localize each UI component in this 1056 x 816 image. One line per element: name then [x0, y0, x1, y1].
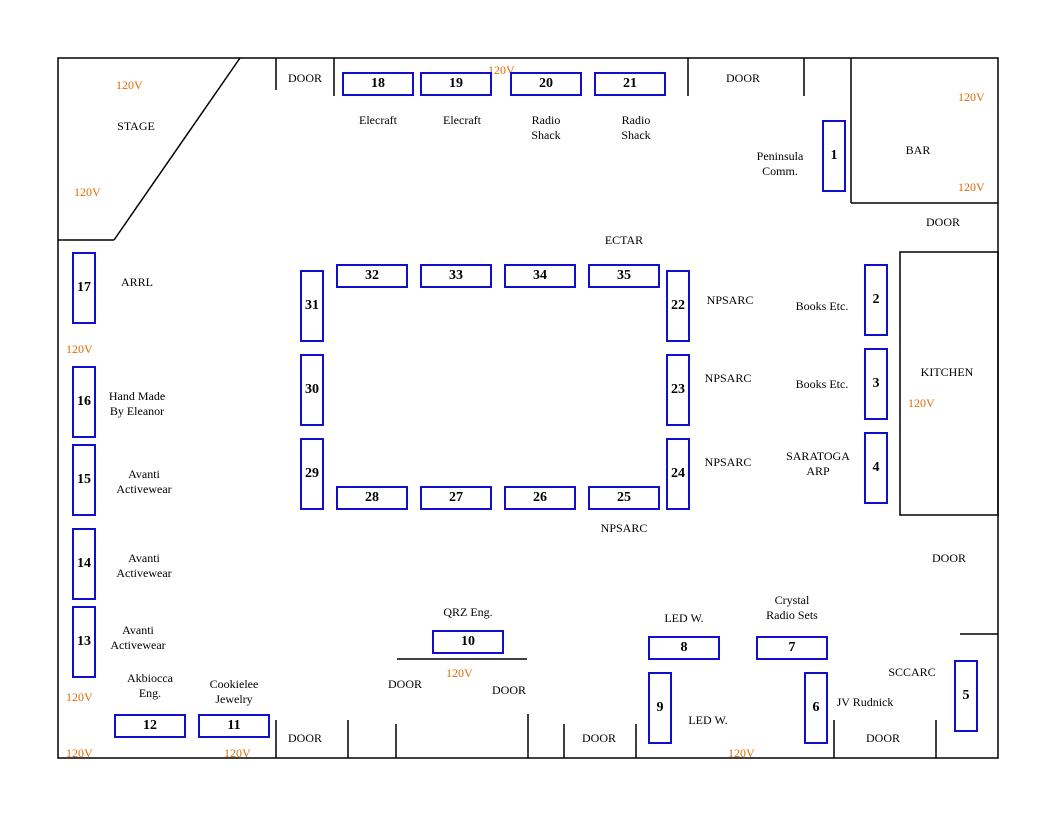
door-label: DOOR [931, 551, 966, 565]
booth-11[interactable]: 11 [198, 714, 270, 738]
outlet-label: 120V [66, 342, 93, 356]
vendor-label: SCCARC [888, 665, 936, 679]
npsarc-bottom-label: NPSARC [600, 521, 648, 535]
outlet-label: 120V [958, 90, 985, 104]
door-label: DOOR [581, 731, 616, 745]
booth-6[interactable]: 6 [804, 672, 828, 744]
vendor-label: Crystal Radio Sets [766, 593, 818, 622]
vendor-label: LED W. [664, 611, 704, 625]
outlet-label: 120V [958, 180, 985, 194]
booth-25[interactable]: 25 [588, 486, 660, 510]
vendor-label: Elecraft [443, 113, 481, 127]
booth-31[interactable]: 31 [300, 270, 324, 342]
outlet-label: 120V [74, 185, 101, 199]
vendor-label: NPSARC [704, 371, 752, 385]
outlet-label: 120V [908, 396, 935, 410]
booth-14[interactable]: 14 [72, 528, 96, 600]
booth-35[interactable]: 35 [588, 264, 660, 288]
booth-3[interactable]: 3 [864, 348, 888, 420]
booth-32[interactable]: 32 [336, 264, 408, 288]
booth-17[interactable]: 17 [72, 252, 96, 324]
kitchen-label: KITCHEN [920, 365, 974, 379]
booth-33[interactable]: 33 [420, 264, 492, 288]
kitchen-wall [899, 251, 999, 516]
booth-13[interactable]: 13 [72, 606, 96, 678]
booth-1[interactable]: 1 [822, 120, 846, 192]
stage-label: STAGE [117, 119, 155, 133]
vendor-label: JV Rudnick [836, 695, 894, 709]
bar-label: BAR [905, 143, 931, 157]
outlet-label: 120V [224, 746, 251, 760]
vendor-label: NPSARC [704, 455, 752, 469]
vendor-label: Radio Shack [621, 113, 651, 142]
booth-29[interactable]: 29 [300, 438, 324, 510]
outlet-label: 120V [488, 63, 515, 77]
booth-9[interactable]: 9 [648, 672, 672, 744]
booth-30[interactable]: 30 [300, 354, 324, 426]
booth-2[interactable]: 2 [864, 264, 888, 336]
outlet-label: 120V [66, 746, 93, 760]
door-label: DOOR [925, 215, 960, 229]
vendor-label: Avanti Activewear [110, 623, 166, 652]
outlet-label: 120V [446, 666, 473, 680]
booth-15[interactable]: 15 [72, 444, 96, 516]
door-label: DOOR [287, 731, 322, 745]
booth-7[interactable]: 7 [756, 636, 828, 660]
booth-28[interactable]: 28 [336, 486, 408, 510]
vendor-label: Radio Shack [531, 113, 561, 142]
vendor-label: Peninsula Comm. [756, 149, 804, 178]
vendor-label: QRZ Eng. [443, 605, 493, 619]
stage-wall [113, 57, 241, 241]
vendor-label: LED W. [688, 713, 728, 727]
booth-18[interactable]: 18 [342, 72, 414, 96]
vendor-label: Books Etc. [795, 299, 849, 313]
booth-20[interactable]: 20 [510, 72, 582, 96]
door-label: DOOR [865, 731, 900, 745]
vendor-label: Avanti Activewear [116, 467, 172, 496]
booth-22[interactable]: 22 [666, 270, 690, 342]
outlet-label: 120V [66, 690, 93, 704]
vendor-label: Cookielee Jewelry [209, 677, 259, 706]
vendor-label: Elecraft [359, 113, 397, 127]
booth-4[interactable]: 4 [864, 432, 888, 504]
vendor-label: Akbiocca Eng. [127, 671, 173, 700]
booth-10[interactable]: 10 [432, 630, 504, 654]
booth-23[interactable]: 23 [666, 354, 690, 426]
booth-27[interactable]: 27 [420, 486, 492, 510]
booth-21[interactable]: 21 [594, 72, 666, 96]
door-label: DOOR [387, 677, 422, 691]
vendor-label: SARATOGA ARP [786, 449, 850, 478]
outer-wall [57, 57, 999, 759]
vendor-label: Avanti Activewear [116, 551, 172, 580]
vendor-label: Hand Made By Eleanor [108, 389, 166, 418]
ectar-label: ECTAR [604, 233, 644, 247]
door-label: DOOR [287, 71, 322, 85]
booth-5[interactable]: 5 [954, 660, 978, 732]
booth-24[interactable]: 24 [666, 438, 690, 510]
booth-26[interactable]: 26 [504, 486, 576, 510]
vendor-label: ARRL [120, 275, 153, 289]
booth-19[interactable]: 19 [420, 72, 492, 96]
booth-16[interactable]: 16 [72, 366, 96, 438]
outlet-label: 120V [728, 746, 755, 760]
outlet-label: 120V [116, 78, 143, 92]
door-label: DOOR [725, 71, 760, 85]
door-label: DOOR [491, 683, 526, 697]
booth-12[interactable]: 12 [114, 714, 186, 738]
vendor-label: NPSARC [706, 293, 754, 307]
booth-34[interactable]: 34 [504, 264, 576, 288]
vendor-label: Books Etc. [795, 377, 849, 391]
booth-8[interactable]: 8 [648, 636, 720, 660]
